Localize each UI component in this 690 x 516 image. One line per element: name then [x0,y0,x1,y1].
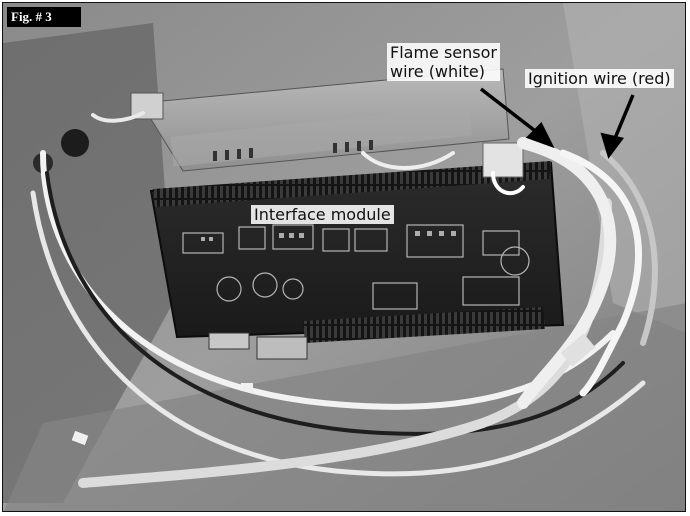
connector-boot [560,333,596,367]
figure-frame: Fig. # 3 Flame sensor wire (white) Ignit… [2,2,686,512]
figure-label: Fig. # 3 [7,7,81,27]
grommet-hole [61,129,89,157]
flame-sensor-callout-line1: Flame sensor [390,43,497,62]
flame-sensor-callout-line2: wire (white) [390,62,485,81]
cable-tie [71,430,89,446]
flame-sensor-callout: Flame sensor wire (white) [387,43,500,81]
white-connector [482,142,524,178]
cabinet-panel-left [3,23,173,503]
callout-arrows [479,87,635,159]
cable-tie-2 [241,383,253,391]
interface-module-callout: Interface module [251,205,394,224]
circuit-board [130,68,510,172]
wire-harness [30,111,658,488]
ignition-wire-callout: Ignition wire (red) [525,69,674,88]
